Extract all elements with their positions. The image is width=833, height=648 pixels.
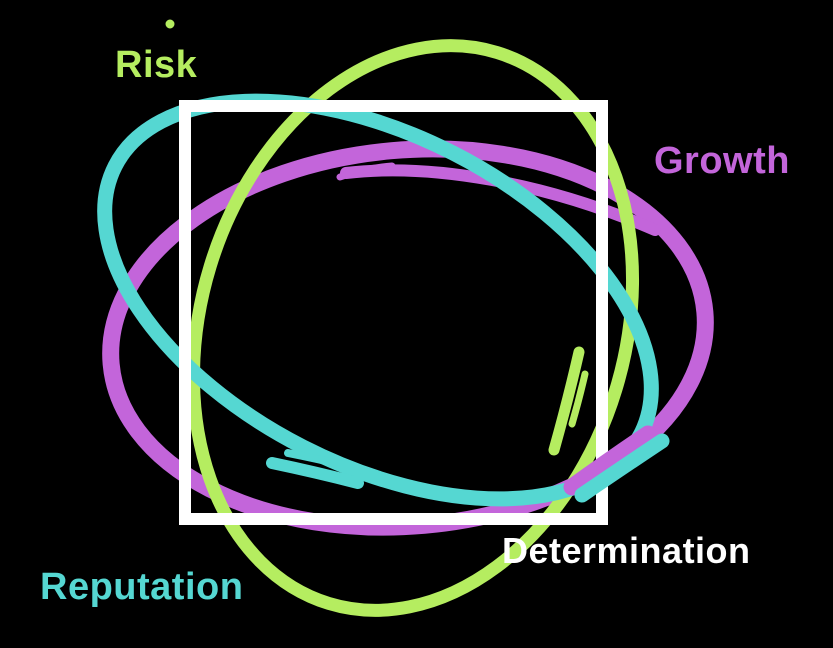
risk-scribble	[548, 346, 585, 456]
determination-label: Determination	[502, 530, 751, 571]
risk-scribble-flick	[568, 370, 589, 428]
reputation-label: Reputation	[40, 566, 244, 608]
reputation-scribble-flick	[284, 449, 347, 469]
risk-ellipse	[165, 19, 640, 617]
reputation-overlap-stroke	[574, 433, 670, 503]
frame-overlap-strokes	[563, 425, 670, 503]
growth-label: Growth	[654, 140, 790, 182]
growth-scribble-flick	[336, 162, 396, 181]
risk-stray-dot	[165, 19, 175, 29]
frame-square	[179, 100, 608, 525]
growth-overlap-stroke	[563, 425, 657, 496]
risk-label: Risk	[115, 44, 198, 86]
reputation-scribble	[266, 457, 364, 489]
